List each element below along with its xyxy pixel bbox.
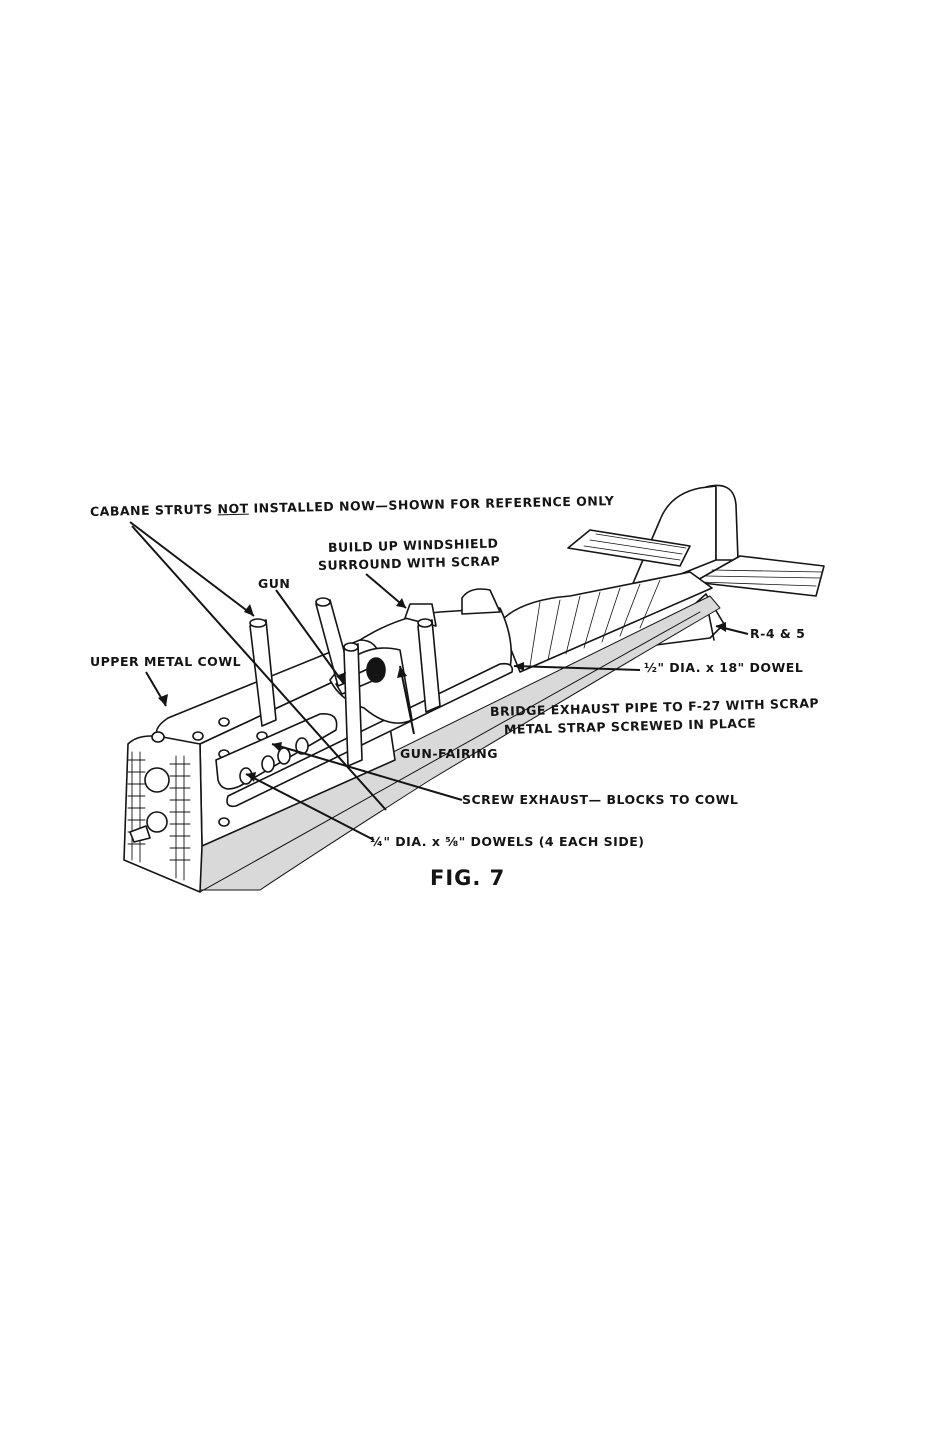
label-gun-fairing: GUN-FAIRING <box>400 746 498 761</box>
leader-cabane-1 <box>130 522 254 616</box>
label-cabane-pre: CABANE STRUTS <box>90 501 218 519</box>
cabane-strut-3 <box>344 644 362 766</box>
label-r45: R-4 & 5 <box>750 626 805 641</box>
label-dowel-large: ½" DIA. x 18" DOWEL <box>644 660 803 675</box>
label-dowels-small: ¼" DIA. x ⅝" DOWELS (4 EACH SIDE) <box>370 834 644 849</box>
label-gun: GUN <box>258 576 290 591</box>
figure-caption: FIG. 7 <box>430 866 505 890</box>
label-screw-exhaust: SCREW EXHAUST— BLOCKS TO COWL <box>462 792 738 807</box>
label-upper-metal-cowl: UPPER METAL COWL <box>90 654 241 669</box>
label-cabane-not: NOT <box>217 501 248 517</box>
headrest <box>462 589 500 614</box>
